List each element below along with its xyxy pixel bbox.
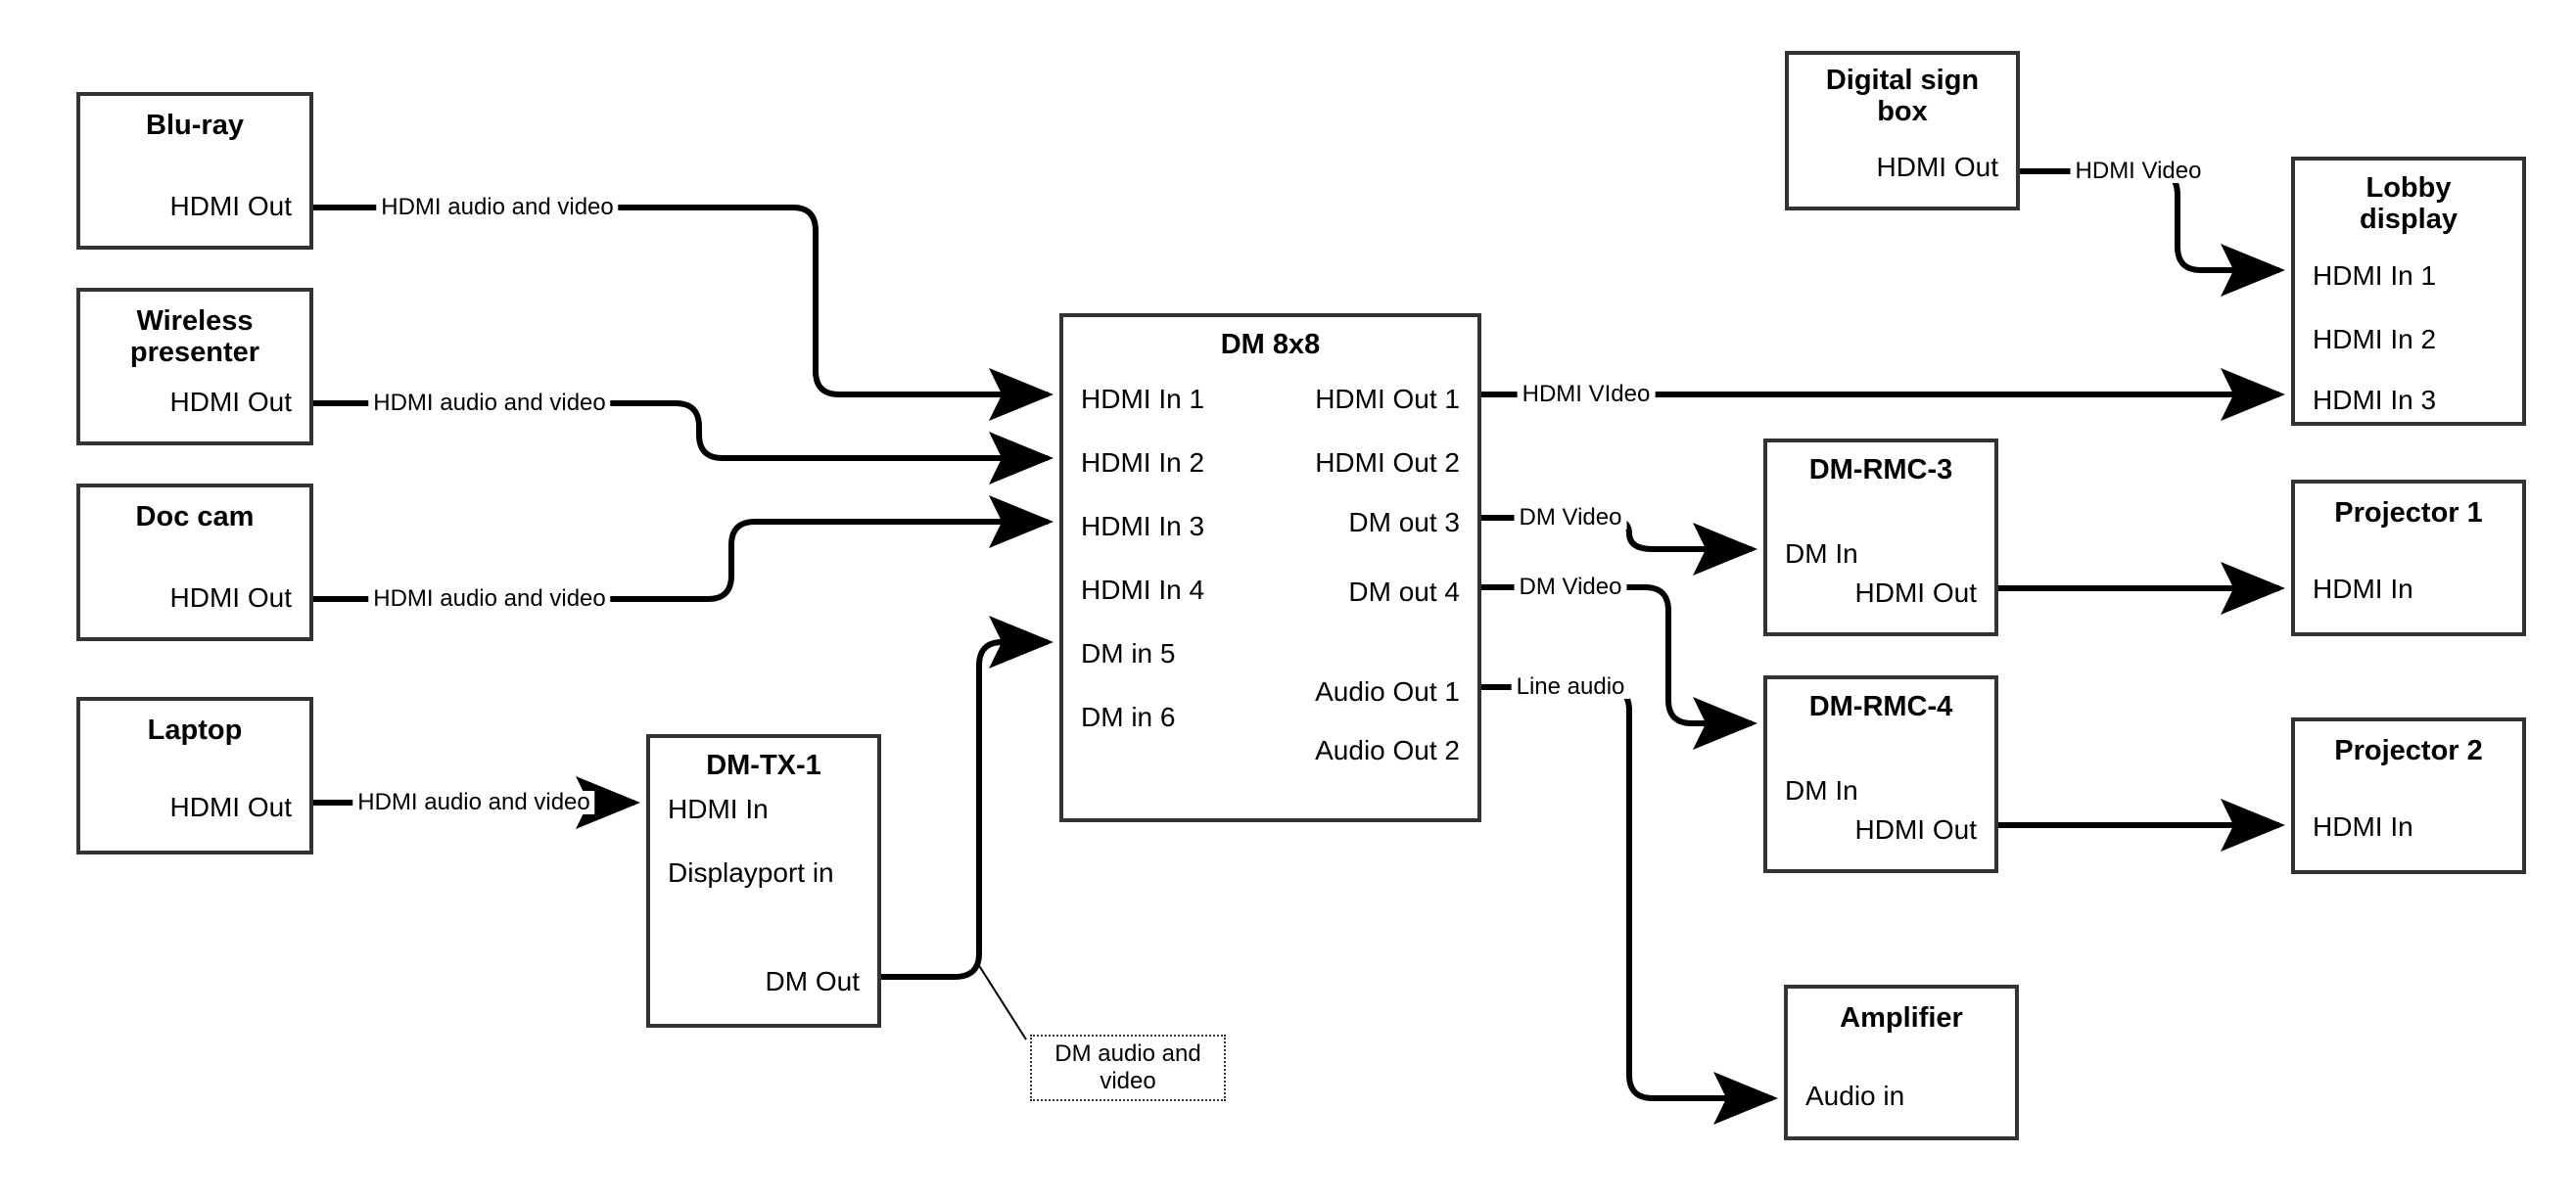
connector-wireless-to-in2 — [313, 400, 1054, 485]
port-dm-in[interactable]: DM In — [1785, 775, 1858, 806]
node-dm-8x8[interactable]: DM 8x8 HDMI In 1 HDMI In 2 HDMI In 3 HDM… — [1059, 313, 1481, 822]
link-label-doccam-to-in3: HDMI audio and video — [368, 587, 611, 611]
port-hdmi-in-3[interactable]: HDMI In 3 — [2313, 385, 2437, 415]
node-dm-tx-1[interactable]: DM-TX-1 HDMI In Displayport in DM Out — [646, 734, 881, 1028]
node-dm-rmc-4[interactable]: DM-RMC-4 DM In HDMI Out — [1763, 675, 1998, 873]
node-doc-cam[interactable]: Doc cam HDMI Out — [76, 484, 313, 641]
connector-sign-to-lobby1 — [2020, 168, 2285, 297]
connector-out4-to-rmc4 — [1481, 584, 1757, 750]
port-dm-in-6[interactable]: DM in 6 — [1081, 702, 1176, 732]
node-title: DM 8x8 — [1220, 329, 1321, 360]
node-title: Doc cam — [135, 501, 255, 532]
link-label-out1-to-lobby3: HDMI VIdeo — [1517, 383, 1656, 406]
port-hdmi-out[interactable]: HDMI Out — [1876, 152, 1998, 182]
node-title: DM-RMC-4 — [1808, 691, 1953, 722]
connector-doccam-to-in3 — [313, 495, 1054, 602]
node-title: Lobby display — [2360, 172, 2458, 236]
node-bluray[interactable]: Blu-ray HDMI Out — [76, 92, 313, 250]
node-title: DM-TX-1 — [706, 750, 821, 781]
port-hdmi-out[interactable]: HDMI Out — [169, 792, 292, 822]
node-dm-rmc-3[interactable]: DM-RMC-3 DM In HDMI Out — [1763, 439, 1998, 636]
connector-bluray-to-in1 — [313, 205, 1054, 421]
link-label-out3-to-rmc3: DM Video — [1514, 506, 1627, 530]
node-lobby-display[interactable]: Lobby display HDMI In 1 HDMI In 2 HDMI I… — [2291, 157, 2526, 426]
node-title: Amplifier — [1840, 1002, 1963, 1034]
port-hdmi-out-1[interactable]: HDMI Out 1 — [1315, 384, 1460, 414]
port-hdmi-in-3[interactable]: HDMI In 3 — [1081, 511, 1205, 541]
node-title: Laptop — [147, 715, 243, 746]
port-dm-out[interactable]: DM Out — [765, 966, 860, 996]
connector-tx-to-in5 — [881, 616, 1054, 980]
port-hdmi-in[interactable]: HDMI In — [2313, 574, 2413, 604]
node-title: Projector 2 — [2334, 735, 2483, 766]
node-wireless-presenter[interactable]: Wireless presenter HDMI Out — [76, 288, 313, 445]
port-dm-in[interactable]: DM In — [1785, 538, 1858, 569]
port-hdmi-in-1[interactable]: HDMI In 1 — [1081, 384, 1205, 414]
node-laptop[interactable]: Laptop HDMI Out — [76, 697, 313, 855]
port-dm-out-4[interactable]: DM out 4 — [1348, 577, 1460, 607]
link-label-laptop-to-tx: HDMI audio and video — [352, 791, 595, 814]
node-title: Digital sign box — [1825, 65, 1980, 128]
port-dm-out-3[interactable]: DM out 3 — [1348, 507, 1460, 537]
port-audio-in[interactable]: Audio in — [1805, 1081, 1905, 1111]
port-dm-in-5[interactable]: DM in 5 — [1081, 638, 1176, 669]
port-audio-out-1[interactable]: Audio Out 1 — [1315, 676, 1460, 707]
port-hdmi-in-1[interactable]: HDMI In 1 — [2313, 260, 2437, 291]
port-hdmi-out[interactable]: HDMI Out — [169, 582, 292, 613]
link-label-sign-to-lobby1: HDMI Video — [2070, 160, 2207, 183]
port-hdmi-out[interactable]: HDMI Out — [1854, 577, 1977, 608]
link-label-bluray-to-in1: HDMI audio and video — [376, 196, 619, 219]
port-hdmi-out[interactable]: HDMI Out — [169, 387, 292, 417]
connector-audio1-to-amp — [1481, 684, 1778, 1125]
node-projector-1[interactable]: Projector 1 HDMI In — [2291, 480, 2526, 636]
port-hdmi-in-4[interactable]: HDMI In 4 — [1081, 575, 1205, 605]
node-title: Projector 1 — [2334, 497, 2483, 529]
port-displayport-in[interactable]: Displayport in — [668, 857, 834, 888]
node-title: Wireless presenter — [129, 305, 260, 369]
node-projector-2[interactable]: Projector 2 HDMI In — [2291, 717, 2526, 874]
port-hdmi-in-2[interactable]: HDMI In 2 — [1081, 447, 1205, 478]
node-title: DM-RMC-3 — [1808, 454, 1953, 485]
node-amplifier[interactable]: Amplifier Audio in — [1784, 985, 2019, 1140]
port-hdmi-in[interactable]: HDMI In — [2313, 811, 2413, 842]
port-hdmi-out[interactable]: HDMI Out — [1854, 814, 1977, 845]
port-hdmi-in[interactable]: HDMI In — [668, 794, 769, 824]
port-audio-out-2[interactable]: Audio Out 2 — [1315, 735, 1460, 765]
link-label-audio1-to-amp: Line audio — [1511, 675, 1630, 699]
callout-dm-audio-video: DM audio and video — [1030, 1035, 1226, 1101]
callout-text: DM audio and video — [1054, 1039, 1201, 1094]
callout-leader-line — [977, 963, 1027, 1040]
node-digital-sign-box[interactable]: Digital sign box HDMI Out — [1785, 51, 2020, 210]
port-hdmi-out[interactable]: HDMI Out — [169, 191, 292, 221]
link-label-wireless-to-in2: HDMI audio and video — [368, 392, 611, 415]
node-title: Blu-ray — [146, 110, 244, 141]
link-label-out4-to-rmc4: DM Video — [1514, 576, 1627, 599]
port-hdmi-out-2[interactable]: HDMI Out 2 — [1315, 447, 1460, 478]
port-hdmi-in-2[interactable]: HDMI In 2 — [2313, 324, 2437, 354]
